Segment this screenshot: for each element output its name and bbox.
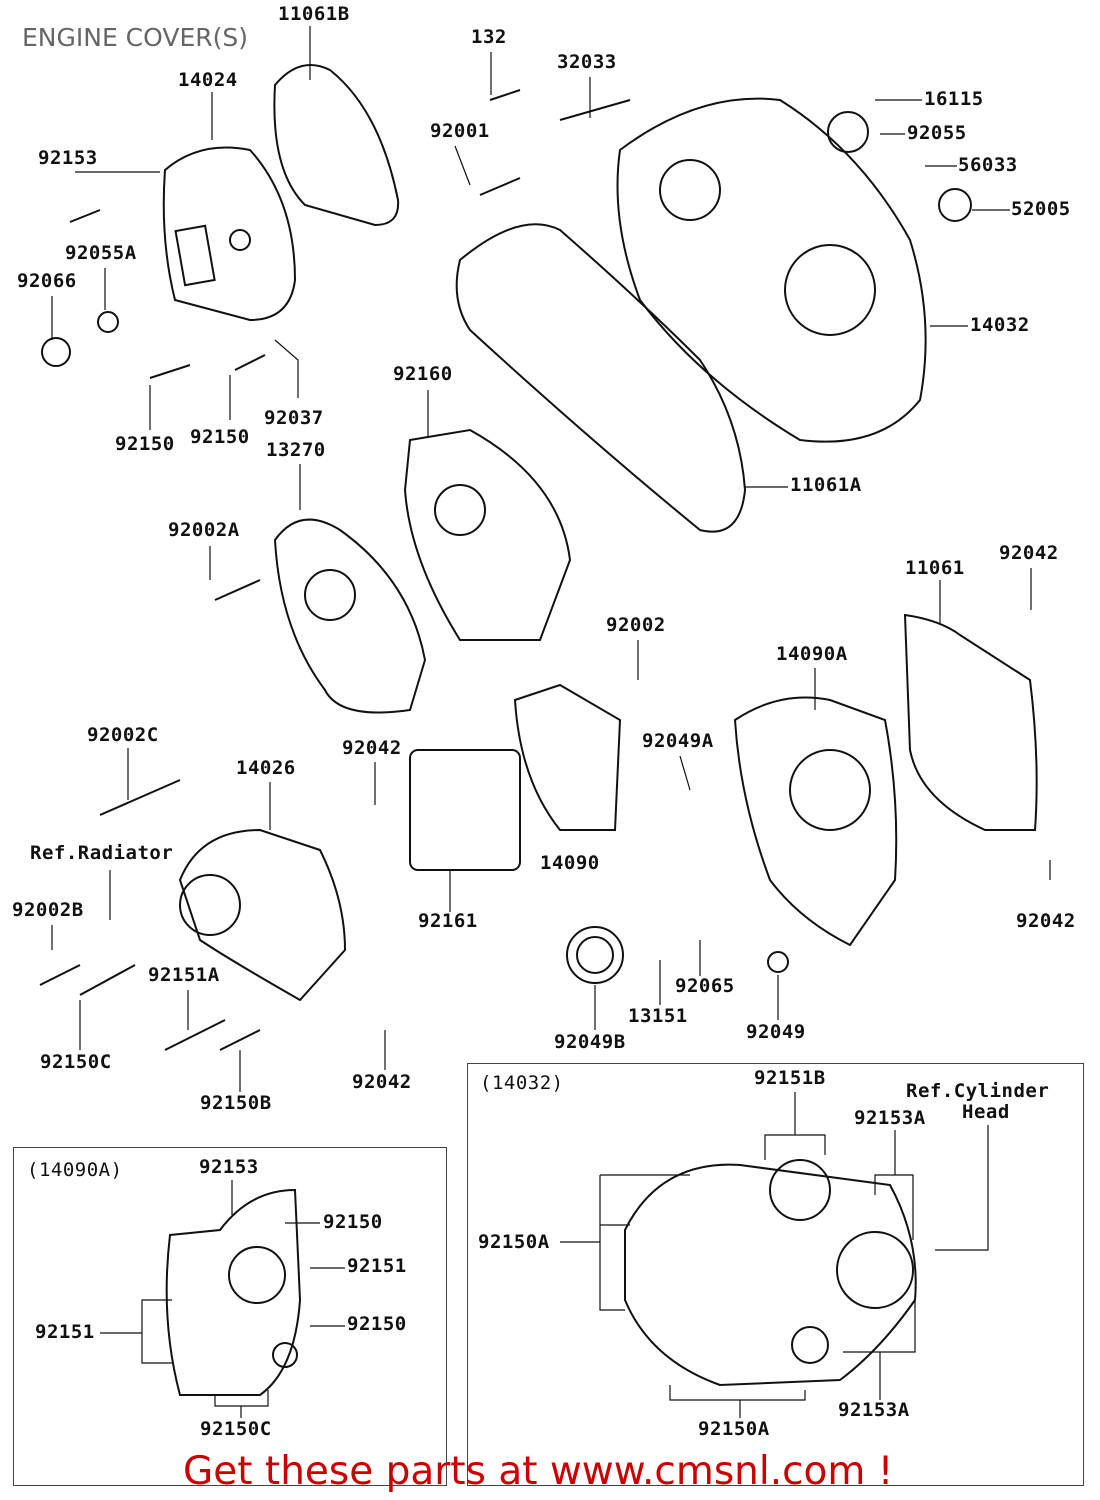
part-label: 92049A <box>642 730 714 752</box>
footer-link[interactable]: Get these parts at www.cmsnl.com ! <box>183 1449 894 1494</box>
part-label: Ref.Radiator <box>30 842 174 864</box>
part-label: 32033 <box>557 51 617 73</box>
part-label: 92151 <box>347 1255 407 1277</box>
cover-14090a <box>733 696 898 947</box>
oring-92055a <box>97 311 119 333</box>
seal-92049 <box>767 951 789 973</box>
reference-label: Ref.Cylinder <box>906 1080 1050 1102</box>
part-label: 14026 <box>236 757 296 779</box>
part-label: 92042 <box>999 542 1059 564</box>
part-label: 92049B <box>554 1031 626 1053</box>
inset-box-14032 <box>467 1063 1084 1486</box>
part-label: 92150A <box>698 1418 770 1440</box>
part-label: 92042 <box>342 737 402 759</box>
part-label: 92153 <box>199 1156 259 1178</box>
part-label: 56033 <box>958 154 1018 176</box>
part-label: 92151B <box>754 1067 826 1089</box>
part-label: 92002C <box>87 724 159 746</box>
part-label: 92042 <box>1016 910 1076 932</box>
part-label: 92055 <box>907 122 967 144</box>
inset-heading: (14032) <box>480 1072 564 1094</box>
part-label: 92150 <box>323 1211 383 1233</box>
inset-box-14090a <box>13 1147 447 1486</box>
reference-label: Head <box>962 1101 1010 1123</box>
part-label: 92150C <box>40 1051 112 1073</box>
part-label: 11061B <box>278 3 350 25</box>
part-label: 92002 <box>606 614 666 636</box>
part-label: 92153 <box>38 147 98 169</box>
plug-92066 <box>41 337 71 367</box>
part-label: 92042 <box>352 1071 412 1093</box>
part-label: 92150C <box>200 1418 272 1440</box>
plate-13270 <box>273 518 427 714</box>
cover-14024 <box>162 146 297 322</box>
housing-14026 <box>178 828 347 1002</box>
inset-heading: (14090A) <box>27 1159 123 1181</box>
part-label: 92150B <box>200 1092 272 1114</box>
gasket-11061b <box>273 64 400 227</box>
plate-92160 <box>403 428 572 641</box>
part-label: 92002A <box>168 519 240 541</box>
part-label: 92150 <box>190 426 250 448</box>
filter-92161 <box>409 749 521 871</box>
seal-92049b <box>566 926 624 984</box>
part-label: 14024 <box>178 69 238 91</box>
part-label: 92160 <box>393 363 453 385</box>
part-label: 92037 <box>264 407 324 429</box>
part-label: 92151 <box>35 1321 95 1343</box>
part-label: 92151A <box>148 964 220 986</box>
part-label: 92153A <box>854 1107 926 1129</box>
part-label: 92001 <box>430 120 490 142</box>
oring-92055 <box>827 111 869 153</box>
part-label: 14090 <box>540 852 600 874</box>
part-label: 14090A <box>776 643 848 665</box>
part-label: 92002B <box>12 899 84 921</box>
inset-14032-cover <box>624 1163 917 1387</box>
part-label: 92150 <box>347 1313 407 1335</box>
part-label: 52005 <box>1011 198 1071 220</box>
part-label: 11061 <box>905 557 965 579</box>
part-label: 11061A <box>790 474 862 496</box>
gasket-11061a <box>455 223 747 533</box>
part-label: 132 <box>471 26 507 48</box>
part-label: 92150 <box>115 433 175 455</box>
part-label: 92049 <box>746 1021 806 1043</box>
cover-14032 <box>616 97 927 443</box>
seal-52005 <box>938 188 972 222</box>
part-label: 92065 <box>675 975 735 997</box>
part-label: 92150A <box>478 1231 550 1253</box>
gasket-11061 <box>903 613 1038 831</box>
part-label: 92066 <box>17 270 77 292</box>
part-label: 14032 <box>970 314 1030 336</box>
plate-14090 <box>513 683 622 831</box>
part-label: 92153A <box>838 1399 910 1421</box>
page-title: ENGINE COVER(S) <box>22 23 249 52</box>
part-label: 13151 <box>628 1005 688 1027</box>
part-label: 92055A <box>65 242 137 264</box>
part-label: 16115 <box>924 88 984 110</box>
part-label: 92161 <box>418 910 478 932</box>
part-label: 13270 <box>266 439 326 461</box>
